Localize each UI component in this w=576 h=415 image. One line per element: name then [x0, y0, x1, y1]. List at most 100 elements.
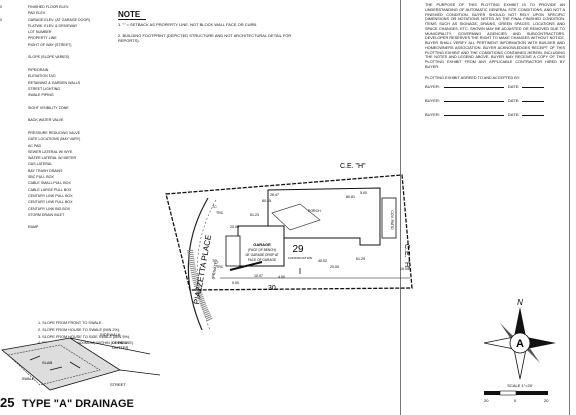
legend-label: SBC PULL BOX	[28, 175, 54, 180]
dimension-labels: 20.005.0020.0010.000.0010.0740.0226.474.…	[212, 191, 409, 285]
sign-line[interactable]	[443, 87, 504, 89]
lot-sub: CONSTRUCTION	[288, 256, 312, 260]
setback-mark	[229, 261, 263, 271]
legend-row: CENTURY LINK PULL BOX	[0, 193, 112, 199]
legend-row: WATER LATERAL W/ METER	[0, 155, 112, 161]
sign-line[interactable]	[443, 101, 504, 103]
building-footprint	[267, 187, 381, 246]
drainage-note: 4. REAR SWALE (TO MAXIMUM) WITHIN (OF HO…	[38, 341, 135, 346]
date-line[interactable]	[522, 115, 545, 117]
sign-buyer-label: BUYER:	[425, 84, 440, 90]
dimension-label: 80.45	[262, 199, 271, 203]
scale-bar-white	[499, 390, 517, 396]
legend-label: STREET LIGHTING	[28, 86, 61, 91]
sign-date-label: DATE:	[507, 112, 520, 118]
legend-row: PRESSURE REDUCING VALVE	[0, 130, 112, 136]
scale-label: SCALE 1"=20'	[507, 383, 533, 388]
legend-code: 0	[0, 5, 2, 9]
legend-label: RIGHT OF WAY (STREET)	[28, 42, 72, 47]
disclaimer-text: THE PURPOSE OF THIS PLOTTING EXHIBIT IS …	[425, 3, 565, 69]
legend-row: 0 GARAGE ELEV. (AT GARAGE DOOR)	[0, 17, 112, 23]
compass-rose: A N SCALE 1"=20' 20 0 20	[483, 298, 556, 403]
legend-label: PAD ELEV.	[28, 11, 46, 16]
note-title: NOTE	[118, 10, 147, 20]
site-plan: 30 29 CONSTRUCTION GARAGE (FACE OF BENCH…	[165, 163, 413, 330]
legend-label: PRESSURE REDUCING VALVE	[28, 130, 80, 135]
elevation-tag: TC	[212, 205, 217, 209]
porch-label: PORCH	[308, 209, 321, 213]
sign-heading: PLOTTING EXHIBIT AGREED TO AND ACCEPTED …	[425, 75, 521, 80]
legend-label: CABLE SMALL PULL BOX	[28, 181, 71, 186]
dimension-label: 10.07	[254, 274, 263, 278]
legend-label: BAY TRASH DRAINS	[28, 168, 63, 173]
legend-label: SEWER LATERAL W/ WYE	[28, 149, 73, 154]
swale-shape	[7, 344, 101, 386]
detail-number: 25	[0, 395, 15, 410]
slab-label: SLAB	[42, 360, 53, 365]
legend-label: STORM DRAIN INLET	[28, 212, 65, 217]
legend-label: CABLE LARGE PULL BOX	[28, 187, 72, 192]
legend-row: GAS LATERAL	[0, 161, 112, 167]
legend-row: CABLE LARGE PULL BOX	[0, 187, 112, 193]
sign-line[interactable]	[443, 115, 504, 117]
compass-a: A	[516, 338, 524, 350]
date-line[interactable]	[522, 101, 545, 103]
elevation-tag: TRC	[216, 265, 224, 269]
legend-label: LOT NUMBER	[28, 30, 52, 35]
ce-top-label: C.E. "H"	[340, 163, 366, 170]
legend-label: SIGHT VISIBILITY ZONE	[28, 105, 69, 110]
legend-row: PIPE/DRAIN	[0, 67, 112, 73]
sign-rows: BUYER:DATE:BUYER:DATE:BUYER:DATE:	[425, 80, 565, 122]
legend-row: SBC PULL BOX	[0, 174, 112, 180]
sign-buyer-label: BUYER:	[425, 98, 440, 104]
driveway	[225, 235, 241, 267]
legend-row: CABLE SMALL PULL BOX	[0, 180, 112, 186]
legend-label: ELEVATION TAG	[28, 74, 56, 79]
legend-row: RIGHT OF WAY (STREET)	[0, 42, 112, 48]
drainage-note: 3. SLOPE FROM HOUSE TO SIDE SWALE (MIN 5…	[38, 334, 131, 339]
note-line: 1. '''' = SETBACK AS PROPERTY LINE, NOT …	[118, 22, 258, 27]
divider	[569, 0, 570, 415]
date-line[interactable]	[522, 87, 545, 89]
garage-face: FACE OF GARAGE	[248, 258, 276, 262]
legend-row: SEWER LATERAL W/ WYE	[0, 149, 112, 155]
legend-label: CENTURY LINK PULL BOX	[28, 193, 73, 198]
lot-number: 29	[292, 244, 304, 255]
sign-date-label: DATE:	[507, 84, 520, 90]
garage-label: GARAGE	[253, 242, 271, 247]
ce-right-label: C.E. "H"	[403, 244, 410, 270]
legend-row: CENTURY LINK BIG BOX	[0, 206, 112, 212]
legend-label: GAS LATERAL	[28, 162, 53, 167]
dimension-label: 26.47	[270, 193, 279, 197]
legend-label: RETAINING & GARDEN WALLS	[28, 80, 81, 85]
elevation-tag: TRC	[216, 211, 224, 215]
flow-arrows	[29, 355, 81, 371]
sidewalk-label: SIDEWALK	[100, 332, 121, 337]
drainage-note: 2. SLOPE FROM HOUSE TO SWALE (MIN 2%).	[38, 327, 121, 332]
cov-patio	[381, 197, 397, 239]
gutter-label: GUTTER	[112, 345, 129, 350]
legend-label: BACK WATER VALVE	[28, 118, 64, 123]
frontage-label: 30	[268, 285, 276, 292]
legend-row: STREET LIGHTING	[0, 86, 112, 92]
legend-code: 0	[0, 17, 2, 22]
dimension-label: 10.00	[400, 267, 409, 271]
street-sub: (PRIVATE)	[210, 259, 218, 279]
dimension-label: 80.81	[346, 195, 355, 199]
dimension-label: 61.23	[250, 213, 259, 217]
legend-label: GARAGE ELEV. (AT GARAGE DOOR)	[28, 17, 91, 22]
legend-row: STORM DRAIN INLET	[0, 212, 112, 218]
legend-row: GATE LOCATIONS (MAY VARY)	[0, 136, 112, 142]
legend-row: LOT NUMBER	[0, 29, 112, 35]
dimension-label: 20.00	[330, 265, 339, 269]
drainage-title: TYPE "A" DRAINAGE	[22, 398, 134, 410]
legend-label: FLATWK. ELEV. & DRIVEWAY	[28, 23, 78, 28]
legend-row: BACK WATER VALVE	[0, 117, 112, 123]
legend-label: CENTURY LINK BIG BOX	[28, 206, 71, 211]
scale-bar-black	[516, 391, 548, 395]
note-lines: 1. '''' = SETBACK AS PROPERTY LINE, NOT …	[118, 22, 294, 44]
disclaimer-block: THE PURPOSE OF THIS PLOTTING EXHIBIT IS …	[425, 3, 565, 122]
sign-row: BUYER:DATE:	[425, 94, 565, 108]
legend-label: PROPERTY LINE	[28, 36, 57, 41]
compass-n: N	[517, 298, 523, 307]
